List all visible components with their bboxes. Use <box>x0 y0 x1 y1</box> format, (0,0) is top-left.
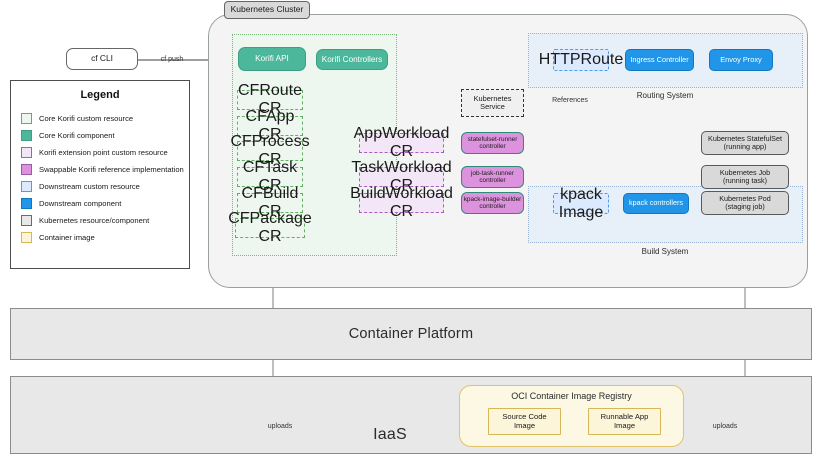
kpack-image-node[interactable]: kpack Image <box>553 186 609 221</box>
job-task-runner-controller-node[interactable]: job-task-runner controller <box>461 166 524 188</box>
legend-item-label: Korifi extension point custom resource <box>39 148 168 157</box>
legend-swatch-icon <box>21 215 32 226</box>
pod-line1: Kubernetes Pod <box>719 193 771 203</box>
legend-item-kubernetes-resource-component: Kubernetes resource/component <box>21 212 179 229</box>
statefulset-runner-line1: statefulset-runner <box>467 135 518 143</box>
kubernetes-pod-node[interactable]: Kubernetes Pod (staging job) <box>701 191 789 215</box>
build-system-title: Build System <box>641 246 689 256</box>
legend-item-korifi-extension-point-custom-resource: Korifi extension point custom resource <box>21 144 179 161</box>
kpack-image-builder-line1: kpack-image-builder <box>463 195 522 203</box>
job-line1: Kubernetes Job <box>719 167 771 177</box>
legend-item-core-korifi-custom-resource: Core Korifi custom resource <box>21 110 179 127</box>
kpack-image-builder-line2: controller <box>479 203 506 210</box>
source-code-image-line2: Image <box>513 420 536 430</box>
legend-item-downstream-custom-resource: Downstream custom resource <box>21 178 179 195</box>
iaas-title: IaaS <box>373 426 407 444</box>
legend-swatch-icon <box>21 130 32 141</box>
kubernetes-statefulset-node[interactable]: Kubernetes StatefulSet (running app) <box>701 131 789 155</box>
legend-swatch-icon <box>21 198 32 209</box>
legend-swatch-icon <box>21 232 32 243</box>
routing-system-title: Routing System <box>636 90 694 100</box>
statefulset-line2: (running app) <box>723 142 767 151</box>
statefulset-line1: Kubernetes StatefulSet <box>708 133 782 143</box>
cfapp-cr-node[interactable]: CFApp CR <box>237 108 303 143</box>
legend-item-core-korifi-component: Core Korifi component <box>21 127 179 144</box>
legend-item-label: Downstream custom resource <box>39 182 140 191</box>
kpack-image-builder-controller-node[interactable]: kpack-image-builder controller <box>461 192 524 214</box>
runnable-app-image-line2: Image <box>613 420 636 430</box>
runnable-app-image-line1: Runnable App <box>600 412 649 421</box>
cfprocess-cr-node[interactable]: CFProcess CR <box>230 133 310 168</box>
legend-item-label: Kubernetes resource/component <box>39 216 150 225</box>
job-line2: (running task) <box>723 176 767 185</box>
ingress-controller-node[interactable]: Ingress Controller <box>625 49 694 71</box>
iaas-title-wrap: IaaS <box>330 424 450 446</box>
legend-item-label: Swappable Korifi reference implementatio… <box>39 165 184 174</box>
buildworkload-cr-node[interactable]: BuildWorkload CR <box>350 185 453 220</box>
legend-swatch-icon <box>21 147 32 158</box>
uploads-left-edge-label: uploads <box>267 423 293 431</box>
cf-push-edge-label: cf push <box>160 56 184 64</box>
kubernetes-cluster-label: Kubernetes Cluster <box>224 1 310 19</box>
korifi-api-node[interactable]: Korifi API <box>238 47 306 71</box>
legend-item-label: Downstream component <box>39 199 122 208</box>
oci-registry-title: OCI Container Image Registry <box>511 390 632 401</box>
pod-line2: (staging job) <box>725 202 765 211</box>
statefulset-runner-controller-node[interactable]: statefulset-runner controller <box>461 132 524 154</box>
cfbuild-cr-node[interactable]: CFBuild CR <box>237 185 303 220</box>
httproute-node[interactable]: HTTPRoute <box>539 49 623 71</box>
legend-item-container-image: Container image <box>21 229 179 246</box>
legend-title: Legend <box>80 89 120 101</box>
taskworkload-cr-node[interactable]: TaskWorkload CR <box>351 159 452 194</box>
kubernetes-service-line2: Service <box>480 102 505 111</box>
container-platform-layer: Container Platform <box>10 308 812 360</box>
container-platform-title: Container Platform <box>348 325 474 342</box>
uploads-right-edge-label: uploads <box>712 423 738 431</box>
job-task-runner-line2: controller <box>479 177 506 184</box>
legend-item-label: Core Korifi component <box>39 131 115 140</box>
kubernetes-job-node[interactable]: Kubernetes Job (running task) <box>701 165 789 189</box>
oci-registry-title-wrap: OCI Container Image Registry <box>459 389 684 403</box>
legend-item-label: Container image <box>39 233 95 242</box>
legend-swatch-icon <box>21 113 32 124</box>
cfpackage-cr-node[interactable]: CFPackage CR <box>228 210 312 245</box>
references-edge-label: References <box>552 97 588 105</box>
legend-item-swappable-korifi-reference-implementation: Swappable Korifi reference implementatio… <box>21 161 184 178</box>
legend-item-label: Core Korifi custom resource <box>39 114 134 123</box>
legend-item-downstream-component: Downstream component <box>21 195 179 212</box>
cfroute-cr-node[interactable]: CFRoute CR <box>237 82 303 117</box>
job-task-runner-line1: job-task-runner <box>471 169 514 177</box>
runnable-app-image-node[interactable]: Runnable App Image <box>588 408 661 435</box>
kubernetes-service-node[interactable]: Kubernetes Service <box>461 89 524 117</box>
source-code-image-node[interactable]: Source Code Image <box>488 408 561 435</box>
legend-panel: Legend Core Korifi custom resource Core … <box>10 80 190 269</box>
statefulset-runner-line2: controller <box>479 143 506 150</box>
appworkload-cr-node[interactable]: AppWorkload CR <box>353 125 450 160</box>
cftask-cr-node[interactable]: CFTask CR <box>237 159 303 194</box>
source-code-image-line1: Source Code <box>502 412 547 421</box>
korifi-controllers-node[interactable]: Korifi Controllers <box>316 49 388 70</box>
cf-cli-node[interactable]: cf CLI <box>66 48 138 70</box>
envoy-proxy-node[interactable]: Envoy Proxy <box>709 49 773 71</box>
legend-swatch-icon <box>21 164 32 175</box>
kubernetes-service-line1: Kubernetes <box>473 93 512 103</box>
kpack-controllers-node[interactable]: kpack controllers <box>623 193 689 214</box>
legend-swatch-icon <box>21 181 32 192</box>
